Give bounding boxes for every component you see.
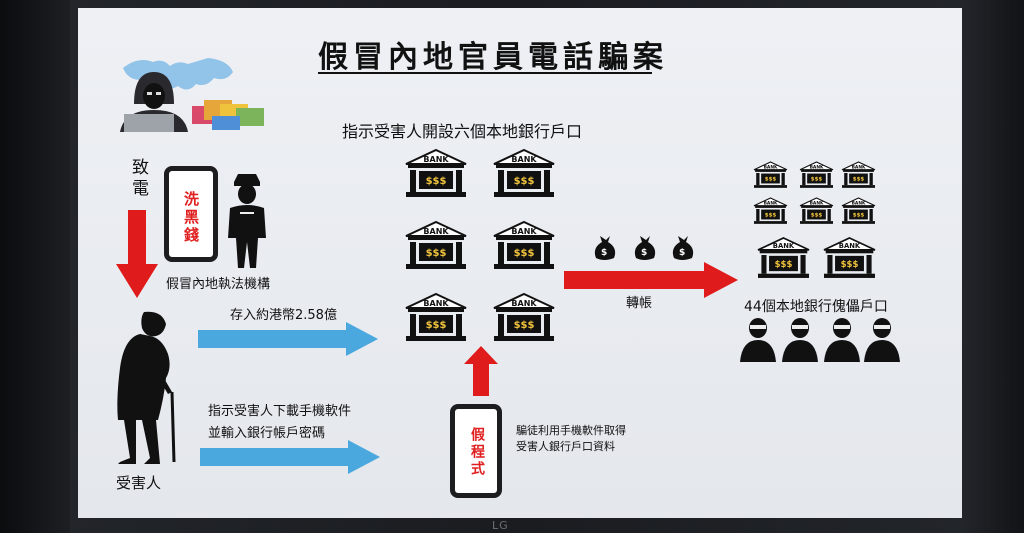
enforcement-label: 假冒內地執法機構 xyxy=(166,277,271,292)
bank-icon: BANK $$$ xyxy=(493,292,555,341)
bank-dollar-sign: $$$ xyxy=(514,320,535,331)
bank-dollar-sign: $$$ xyxy=(426,176,447,187)
transfer-arrow xyxy=(564,262,738,298)
bank-dollar-sign: $$$ xyxy=(811,213,823,219)
bank-word: BANK xyxy=(810,201,824,207)
bank-dollar-sign: $$$ xyxy=(853,177,865,183)
fraud-access-arrow xyxy=(464,346,498,396)
bank-word: BANK xyxy=(423,155,449,164)
local-banks-group: BANK $$$ BANK $$$ BANK $$$ BANK $$$ BANK $$$ BANK $… xyxy=(405,148,555,341)
masked-robber xyxy=(782,318,818,362)
slide-screen: 假冒內地官員電話騙案 致電 洗黑錢 假冒內地執法機構 xyxy=(78,8,962,518)
bank-dollar-sign: $$$ xyxy=(765,177,777,183)
fake-app-phone-icon: 假程式 xyxy=(450,404,502,498)
smartphone-icon: 洗黑錢 xyxy=(164,166,218,262)
masked-robber xyxy=(864,318,900,362)
money-bag-icon: $ $ $ xyxy=(594,236,694,260)
masked-robber xyxy=(740,318,776,362)
tv-brand-logo: LG xyxy=(492,519,509,532)
bank-dollar-sign: $$$ xyxy=(514,176,535,187)
bank-word: BANK xyxy=(839,242,861,250)
masked-robber xyxy=(824,318,860,362)
puppet-accounts-label: 44個本地銀行傀儡戶口 xyxy=(744,299,888,315)
bank-word: BANK xyxy=(852,201,866,207)
bank-word: BANK xyxy=(852,165,866,171)
bank-word: BANK xyxy=(764,201,778,207)
bank-icon: BANK $$$ xyxy=(841,197,876,224)
bank-word: BANK xyxy=(511,299,537,308)
bank-icon: BANK $$$ xyxy=(493,148,555,197)
bank-icon: BANK $$$ xyxy=(799,161,834,188)
bank-word: BANK xyxy=(423,227,449,236)
transfer-label: 轉帳 xyxy=(626,296,653,311)
credit-cards-icon xyxy=(192,100,264,130)
puppet-banks-group: BANK $$$ BANK $$$ BANK $$$ BANK $$$ BANK $$$ BANK $… xyxy=(753,161,876,278)
download-instruction-line2: 並輸入銀行帳戶密碼 xyxy=(208,426,326,441)
deposit-arrow xyxy=(198,322,378,356)
bank-dollar-sign: $$$ xyxy=(426,248,447,259)
call-label: 致電 xyxy=(128,158,148,200)
slide-title: 假冒內地官員電話騙案 xyxy=(318,40,668,75)
bank-icon: BANK $$$ xyxy=(753,197,788,224)
money-laundering-text: 洗黑錢 xyxy=(182,191,200,245)
bank-word: BANK xyxy=(511,155,537,164)
masked-robber-icon xyxy=(740,318,900,362)
elderly-victim-icon xyxy=(117,311,176,464)
bank-icon: BANK $$$ xyxy=(405,292,467,341)
instruct-heading: 指示受害人開設六個本地銀行戶口 xyxy=(342,122,583,141)
download-arrow xyxy=(200,440,380,474)
call-arrow xyxy=(116,210,158,298)
bank-word: BANK xyxy=(511,227,537,236)
bank-dollar-sign: $$$ xyxy=(514,248,535,259)
deposit-label: 存入約港幣2.58億 xyxy=(230,308,337,323)
bank-icon: BANK $$$ xyxy=(493,220,555,269)
download-instruction-line1: 指示受害人下載手機軟件 xyxy=(208,404,352,419)
bank-word: BANK xyxy=(423,299,449,308)
hacker-icon xyxy=(120,72,188,132)
fraud-info-line1: 騙徒利用手機軟件取得 xyxy=(516,424,626,437)
bank-icon: BANK $$$ xyxy=(799,197,834,224)
svg-text:$: $ xyxy=(641,248,647,258)
bank-icon: BANK $$$ xyxy=(757,237,810,278)
bank-dollar-sign: $$$ xyxy=(841,260,859,270)
bank-dollar-sign: $$$ xyxy=(765,213,777,219)
title-underline xyxy=(318,72,652,74)
bank-word: BANK xyxy=(810,165,824,171)
bank-dollar-sign: $$$ xyxy=(853,213,865,219)
bank-dollar-sign: $$$ xyxy=(811,177,823,183)
police-officer-icon xyxy=(228,174,266,268)
svg-text:$: $ xyxy=(679,248,685,258)
bank-dollar-sign: $$$ xyxy=(426,320,447,331)
bank-icon: BANK $$$ xyxy=(405,148,467,197)
bank-word: BANK xyxy=(773,242,795,250)
bank-icon: BANK $$$ xyxy=(841,161,876,188)
fraud-info-line2: 受害人銀行戶口資料 xyxy=(516,440,615,453)
svg-text:$: $ xyxy=(601,248,607,258)
bank-icon: BANK $$$ xyxy=(753,161,788,188)
bank-word: BANK xyxy=(764,165,778,171)
fake-app-text: 假程式 xyxy=(469,427,485,478)
bank-icon: BANK $$$ xyxy=(823,237,876,278)
bank-dollar-sign: $$$ xyxy=(775,260,793,270)
victim-label: 受害人 xyxy=(116,474,162,492)
bank-icon: BANK $$$ xyxy=(405,220,467,269)
wall-shadow xyxy=(0,0,70,533)
